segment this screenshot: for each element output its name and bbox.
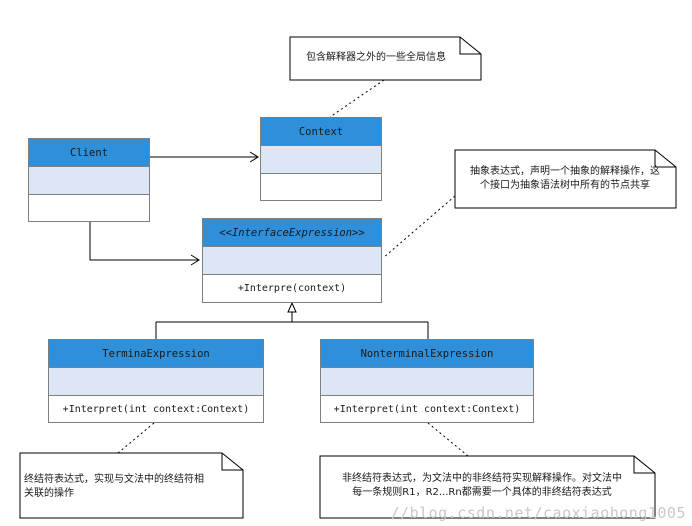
- note-shape-context: [289, 36, 482, 81]
- class-nonterminal-expression[interactable]: NonterminalExpression +Interpret(int con…: [320, 339, 534, 423]
- class-terminal-expression-attributes: [49, 368, 263, 396]
- note-connector-abstract: [382, 195, 456, 259]
- class-client-attributes: [29, 167, 149, 195]
- note-nonterminal-line: 非终结符表达式，为文法中的非终结符实现解释操作。对文法中: [342, 473, 622, 484]
- class-interface-expression-name: <<InterfaceExpression>>: [203, 219, 381, 247]
- note-shape-abstract: [454, 149, 677, 209]
- class-client-name: Client: [29, 139, 149, 167]
- class-client-operations: [29, 195, 149, 221]
- class-nonterminal-expression-operation: +Interpret(int context:Context): [321, 396, 533, 422]
- class-nonterminal-expression-attributes: [321, 368, 533, 396]
- class-context-operations: [261, 174, 381, 200]
- class-context-attributes: [261, 146, 381, 174]
- note-nonterminal-line: 每一条规则R1，R2...Rn都需要一个具体的非终结符表达式: [352, 487, 612, 498]
- association-arrowhead: [190, 254, 200, 266]
- class-terminal-expression-name: TerminaExpression: [49, 340, 263, 368]
- note-connector-context: [329, 79, 385, 118]
- note-shape-nonterminal: [319, 455, 656, 519]
- association-client-interface: [89, 222, 199, 261]
- note-shape-terminal: [19, 452, 244, 519]
- note-terminal-line: 关联的操作: [24, 488, 74, 499]
- class-terminal-expression-operation: +Interpret(int context:Context): [49, 396, 263, 422]
- class-context-name: Context: [261, 118, 381, 146]
- note-context: 包含解释器之外的一些全局信息: [292, 51, 460, 65]
- note-abstract-expression: 抽象表达式，声明一个抽象的解释操作，这 个接口为抽象语法树中所有的节点共享: [457, 165, 673, 193]
- note-abstract-line: 抽象表达式，声明一个抽象的解释操作，这: [470, 166, 660, 177]
- watermark: //blog.csdn.net/caoxiaohong1005: [390, 504, 686, 522]
- class-interface-expression-attributes: [203, 247, 381, 275]
- note-nonterminal-expression: 非终结符表达式，为文法中的非终结符实现解释操作。对文法中 每一条规则R1，R2.…: [322, 472, 642, 500]
- generalization-arrowhead: [287, 301, 297, 313]
- note-terminal-line: 终结符表达式，实现与文法中的终结符相: [24, 474, 204, 485]
- note-context-line: 包含解释器之外的一些全局信息: [306, 52, 446, 63]
- class-context[interactable]: Context: [260, 117, 382, 201]
- class-terminal-expression[interactable]: TerminaExpression +Interpret(int context…: [48, 339, 264, 423]
- note-connector-nonterminal: [427, 422, 469, 457]
- class-interface-expression[interactable]: <<InterfaceExpression>> +Interpre(contex…: [202, 218, 382, 303]
- class-client[interactable]: Client: [28, 138, 150, 222]
- class-interface-expression-operation: +Interpre(context): [203, 275, 381, 302]
- association-arrowhead: [249, 151, 259, 163]
- note-abstract-line: 个接口为抽象语法树中所有的节点共享: [480, 180, 650, 191]
- class-nonterminal-expression-name: NonterminalExpression: [321, 340, 533, 368]
- note-terminal-expression: 终结符表达式，实现与文法中的终结符相 关联的操作: [24, 473, 224, 501]
- note-connector-terminal: [117, 422, 155, 454]
